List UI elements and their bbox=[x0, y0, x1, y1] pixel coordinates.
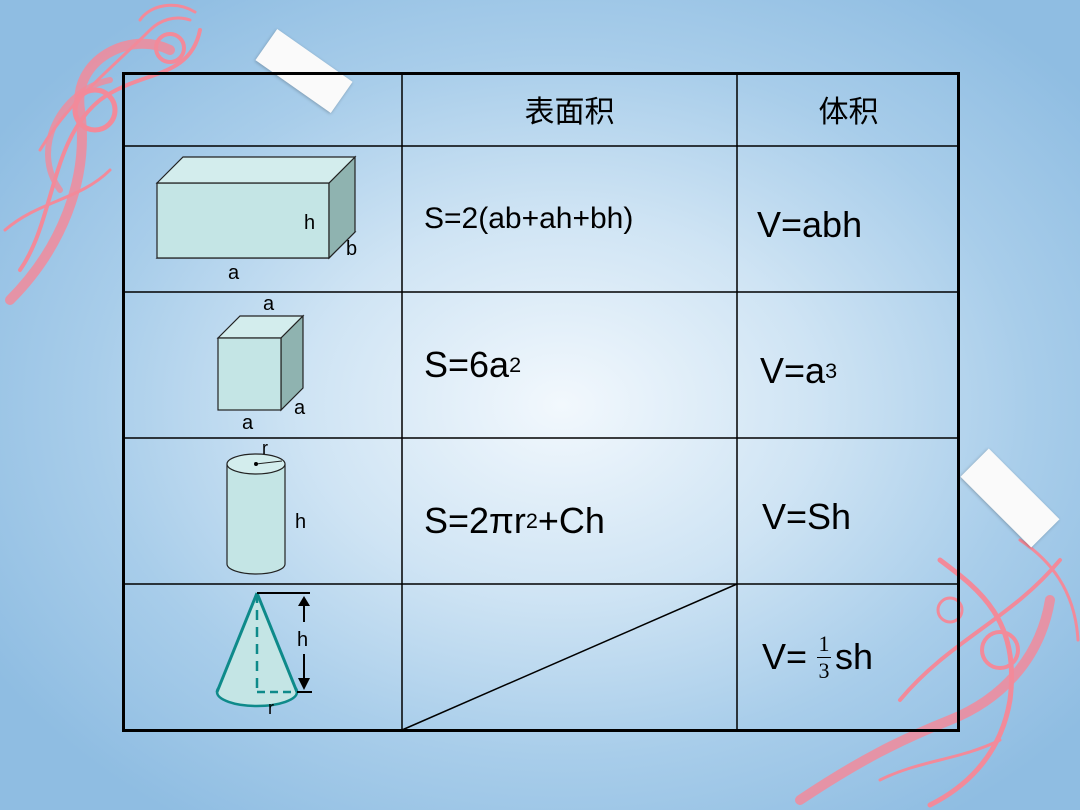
cylinder-label-r: r bbox=[262, 438, 268, 458]
table-grid bbox=[122, 72, 960, 732]
header-surface-area: 表面积 bbox=[524, 95, 615, 130]
cuboid-label-a: a bbox=[228, 262, 240, 284]
header-volume: 体积 bbox=[818, 95, 879, 130]
cuboid-volume-formula: V=abh bbox=[757, 204, 863, 245]
cube-shape: a a a bbox=[216, 293, 306, 434]
formula-table: 表面积 体积 h b a S=2(ab+ah+bh) V=abh a a a S… bbox=[122, 72, 960, 732]
cylinder-shape: r h bbox=[226, 438, 306, 575]
cuboid-shape: h b a bbox=[155, 155, 357, 284]
fraction-denominator: 3 bbox=[818, 657, 830, 683]
cube-label-top: a bbox=[263, 293, 275, 315]
cube-label-side: a bbox=[294, 397, 306, 419]
cube-label-bottom: a bbox=[242, 412, 254, 434]
cylinder-label-h: h bbox=[295, 511, 306, 533]
cone-label-r: r bbox=[268, 698, 274, 718]
cylinder-volume-formula: V=Sh bbox=[762, 496, 852, 537]
cuboid-surface-formula: S=2(ab+ah+bh) bbox=[424, 202, 634, 235]
cone-label-h: h bbox=[297, 629, 308, 651]
empty-cell-diagonal bbox=[401, 583, 738, 731]
cuboid-label-b: b bbox=[346, 238, 357, 260]
cone-shape: h r bbox=[215, 592, 312, 718]
fraction-numerator: 1 bbox=[818, 630, 830, 656]
cuboid-label-h: h bbox=[304, 212, 315, 234]
